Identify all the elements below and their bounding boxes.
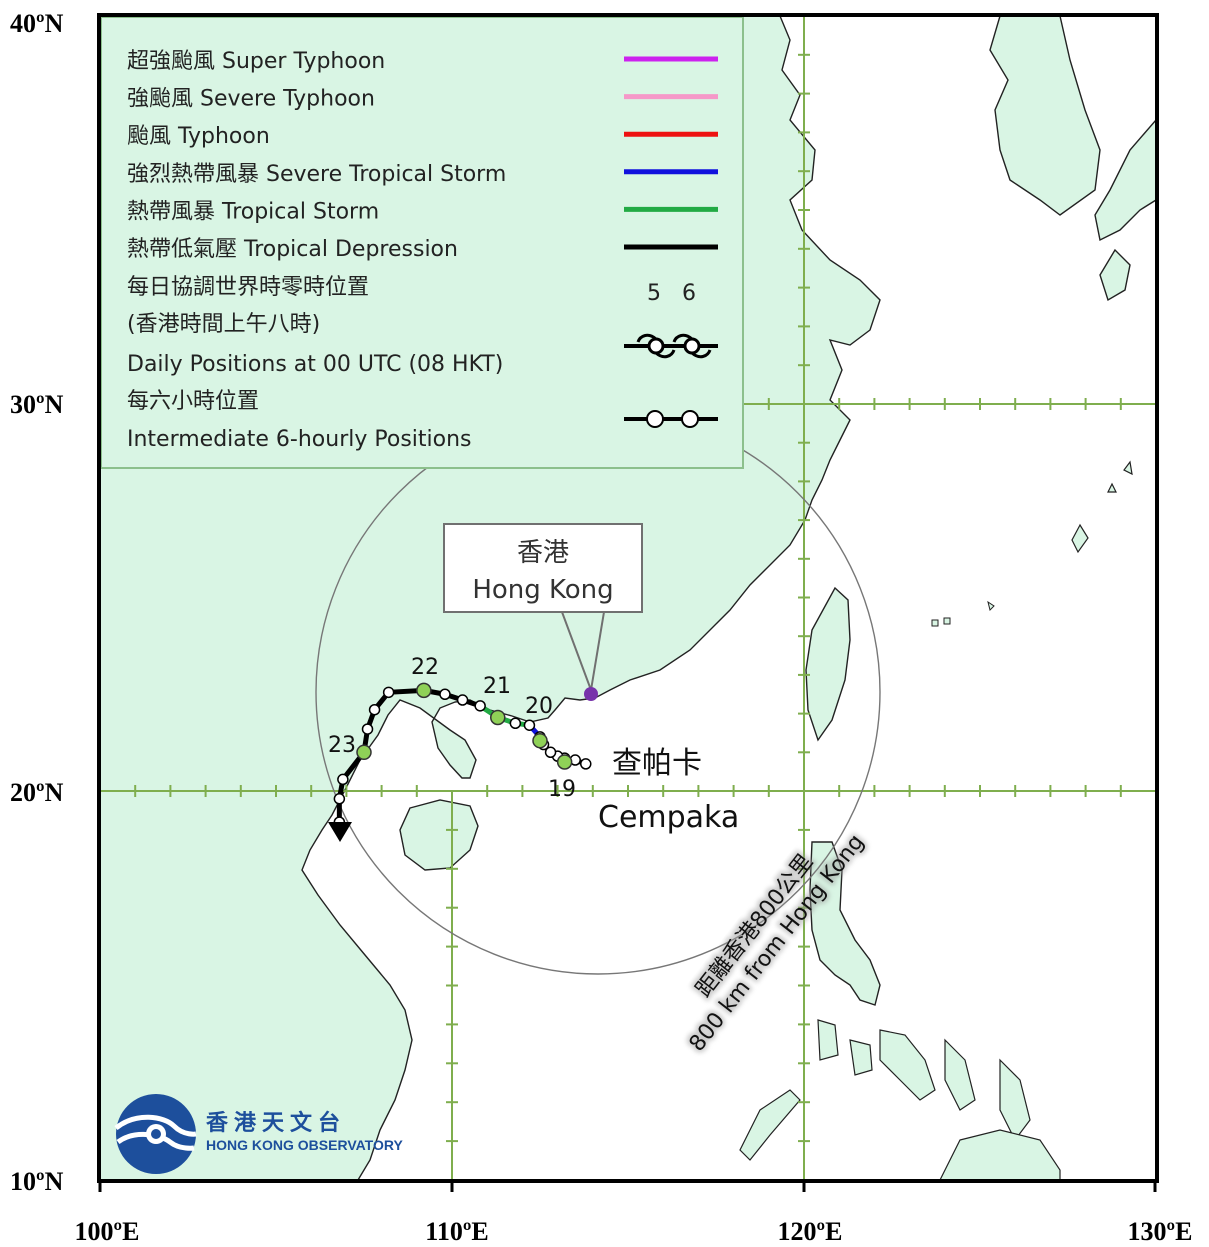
japan-kyushu-land bbox=[1099, 248, 1131, 302]
japan-land bbox=[1094, 118, 1156, 242]
cyclone-symbol-icon bbox=[636, 333, 676, 359]
lon-label-100: 100ºE bbox=[75, 1217, 140, 1246]
small-islands bbox=[931, 600, 995, 627]
hong-kong-label-zh: 香港 bbox=[517, 538, 569, 568]
legend-item-label: 強烈熱帶風暴 Severe Tropical Storm bbox=[127, 162, 506, 187]
day-label-20: 20 bbox=[525, 694, 553, 719]
luzon-land bbox=[809, 841, 881, 1006]
legend-item-label: 熱帶低氣壓 Tropical Depression bbox=[127, 237, 458, 262]
legend-sample-day-5: 5 bbox=[647, 281, 661, 306]
six-hourly-position bbox=[337, 773, 349, 786]
daily-position bbox=[356, 744, 372, 761]
six-hourly-position bbox=[368, 703, 381, 716]
legend-daily-zh-1: 每日協調世界時零時位置 bbox=[127, 275, 369, 300]
six-hourly-position bbox=[382, 686, 395, 699]
daily-day-labels: 19 20 21 22 23 bbox=[328, 655, 576, 802]
day-label-23: 23 bbox=[328, 733, 356, 758]
lon-label-110: 110ºE bbox=[425, 1217, 489, 1246]
daily-position bbox=[490, 709, 506, 726]
six-hourly-position bbox=[509, 717, 522, 730]
six-hourly-position bbox=[333, 793, 346, 805]
legend-item-label: 強颱風 Severe Typhoon bbox=[127, 87, 375, 112]
legend-item-label: 超強颱風 Super Typhoon bbox=[127, 49, 385, 74]
storm-track-points bbox=[333, 682, 592, 828]
legend-sample-day-6: 6 bbox=[682, 281, 696, 306]
hong-kong-label-en: Hong Kong bbox=[472, 575, 613, 605]
storm-name-en: Cempaka bbox=[598, 800, 739, 835]
legend-item-label: 颱風 Typhoon bbox=[127, 124, 270, 149]
lon-label-130: 130ºE bbox=[1128, 1217, 1193, 1246]
legend-sixhourly-en: Intermediate 6-hourly Positions bbox=[127, 427, 472, 452]
lon-label-120: 120ºE bbox=[778, 1217, 843, 1246]
day-label-21: 21 bbox=[483, 674, 511, 699]
six-hourly-position bbox=[523, 719, 536, 731]
lat-label-10: 10ºN bbox=[10, 1167, 64, 1196]
ryukyu-islands bbox=[1071, 460, 1133, 554]
hko-logo: 香港天文台 HONG KONG OBSERVATORY bbox=[114, 1094, 403, 1174]
track-direction-arrow bbox=[328, 822, 352, 842]
daily-position bbox=[556, 754, 573, 770]
hko-emblem-icon bbox=[114, 1094, 197, 1174]
hko-logo-zh: 香港天文台 bbox=[206, 1110, 346, 1136]
legend-item-label: 熱帶風暴 Tropical Storm bbox=[127, 199, 379, 224]
hong-kong-marker bbox=[584, 687, 598, 701]
legend-box bbox=[100, 16, 744, 469]
mindoro-palawan-land bbox=[739, 1019, 839, 1161]
legend-daily-en: Daily Positions at 00 UTC (08 HKT) bbox=[127, 352, 503, 377]
mindanao-land bbox=[939, 1129, 1061, 1180]
six-hourly-position bbox=[474, 700, 486, 712]
hko-logo-en: HONG KONG OBSERVATORY bbox=[206, 1137, 403, 1153]
storm-name-zh: 查帕卡 bbox=[612, 746, 702, 781]
visayas-land bbox=[849, 1029, 1031, 1142]
six-hourly-position bbox=[456, 694, 469, 706]
daily-position bbox=[532, 732, 548, 749]
six-hourly-position bbox=[544, 746, 557, 759]
legend-daily-zh-2: (香港時間上午八時) bbox=[127, 312, 320, 337]
hong-kong-callout-box bbox=[443, 523, 643, 613]
taiwan-land bbox=[805, 586, 851, 742]
day-label-22: 22 bbox=[411, 655, 439, 680]
six-hourly-position bbox=[439, 688, 451, 700]
legend-sixhourly-zh: 每六小時位置 bbox=[127, 389, 259, 414]
six-hourly-position bbox=[580, 758, 592, 770]
legend-items: 超強颱風 Super Typhoon 強颱風 Severe Typhoon 颱風 T… bbox=[127, 49, 718, 262]
legend-daily-symbol bbox=[624, 333, 718, 359]
cyclone-symbol-icon bbox=[672, 333, 712, 359]
lat-label-40: 40ºN bbox=[10, 9, 64, 38]
grid-ticks bbox=[134, 53, 1122, 1143]
legend-sixhourly-symbol bbox=[624, 410, 718, 428]
map-frame bbox=[97, 13, 1159, 1183]
day-label-19: 19 bbox=[548, 777, 576, 802]
daily-position bbox=[416, 682, 432, 699]
korea-land bbox=[989, 16, 1101, 216]
hainan-land bbox=[399, 799, 479, 871]
legend: 超強颱風 Super Typhoon 強颱風 Severe Typhoon 颱風 T… bbox=[100, 16, 744, 469]
lat-label-30: 30ºN bbox=[10, 390, 64, 419]
lat-label-20: 20ºN bbox=[10, 778, 64, 807]
x-axis-ticks bbox=[98, 1181, 1157, 1192]
six-hourly-position bbox=[361, 723, 374, 735]
